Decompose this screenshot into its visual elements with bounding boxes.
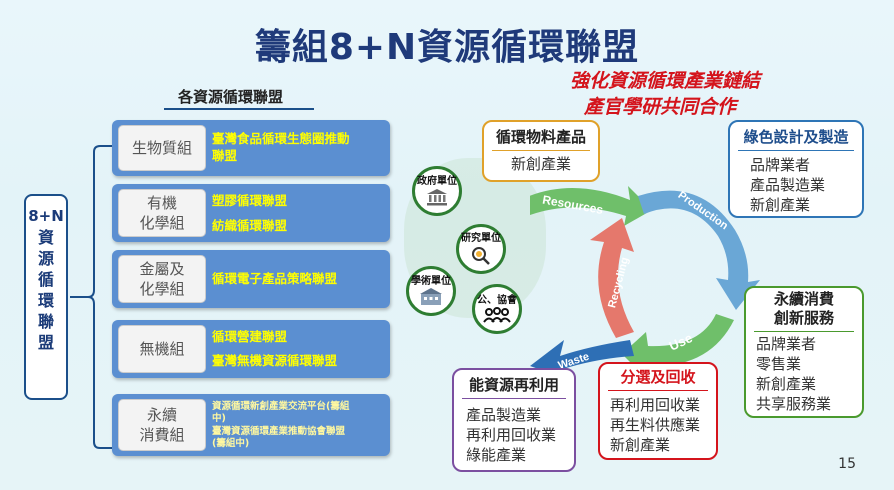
box-item: 新創產業 [510,155,571,173]
alliance-name: 臺灣食品循環生態圈推動 [212,131,350,146]
box-item: 綠能產業 [466,446,527,464]
box-energy: 能資源再利用 產品製造業 再利用回收業 綠能產業 [452,368,576,472]
box-item: 產品製造業 [750,176,826,194]
research-label: 研究單位 [461,233,501,244]
box-item: 新創產業 [750,196,811,214]
side-label-char: 盟 [37,333,54,352]
association-label: 公、協會 [477,295,517,306]
alliance-name: 紡織循環聯盟 [212,218,288,233]
box-item: 共享服務業 [756,395,832,413]
box-item: 再利用回收業 [610,396,701,414]
alliance-name: 中) [212,413,226,424]
alliance-name: 塑膠循環聯盟 [212,193,288,208]
side-label-char: 循 [37,270,54,289]
association-circle: 公、協會 [472,284,522,334]
alliance-name: 臺灣無機資源循環聯盟 [212,353,338,368]
group-name: 有機 化學組 [118,189,206,237]
subtitle-line1: 強化資源循環產業鏈結 [569,70,760,92]
box-item: 零售業 [756,355,802,373]
box-title: 永續消費 [773,290,834,308]
box-title: 能資源再利用 [468,376,559,394]
group-row-biomass: 生物質組 臺灣食品循環生態圈推動 聯盟 [112,120,390,176]
group-row-metal: 金屬及 化學組 循環電子產品策略聯盟 [112,250,390,308]
group-row-consumption: 永續 消費組 資源循環新創產業交流平台(籌組 中) 臺灣資源循環產業推動協會聯盟… [112,394,390,456]
alliance-name: 聯盟 [212,148,238,163]
box-title: 創新服務 [773,309,834,327]
group-name: 生物質組 [118,125,206,171]
alliance-name: 循環電子產品策略聯盟 [212,271,338,286]
academic-label: 學術單位 [411,276,451,287]
group-name: 無機組 [118,325,206,373]
box-item: 新創產業 [610,436,671,454]
box-item: 新創產業 [756,375,817,393]
box-title: 循環物料產品 [495,128,586,146]
group-row-inorganic: 無機組 循環營建聯盟 臺灣無機資源循環聯盟 [112,320,390,378]
box-title: 綠色設計及製造 [743,128,849,146]
people-group-icon [483,307,511,323]
box-item: 品牌業者 [756,335,817,353]
box-item: 品牌業者 [750,156,811,174]
side-label-top: 8+N [28,207,64,225]
section-heading: 各資源循環聯盟 [178,88,284,106]
government-building-icon [427,189,447,206]
section-underline [164,108,314,110]
alliance-name: 循環營建聯盟 [212,329,288,344]
box-sorting: 分選及回收 再利用回收業 再生料供應業 新創產業 [598,362,718,460]
box-item: 產品製造業 [466,406,542,424]
academic-circle: 學術單位 [406,266,456,316]
research-circle: 研究單位 [456,224,506,274]
box-title: 分選及回收 [620,368,696,386]
box-design: 綠色設計及製造 品牌業者 產品製造業 新創產業 [728,120,864,218]
page-number: 15 [838,456,856,472]
side-label-char: 資 [37,228,54,247]
alliance-name: (籌組中) [212,438,250,449]
recycling-arrow [590,218,634,338]
gov-label: 政府單位 [417,176,457,187]
box-materials: 循環物料產品 新創產業 [482,120,600,182]
side-label-char: 聯 [37,312,54,331]
gov-circle: 政府單位 [412,166,462,216]
alliance-name: 資源循環新創產業交流平台(籌組 [212,401,350,412]
group-row-organic: 有機 化學組 塑膠循環聯盟 紡織循環聯盟 [112,184,390,242]
group-name: 永續 消費組 [118,399,206,451]
group-bracket [70,145,112,449]
production-label: Production [676,189,731,232]
circular-economy-cycle: Resources Production Use Waste Recycling [530,186,760,380]
alliance-name: 臺灣資源循環產業推動協會聯盟 [212,426,346,437]
production-arrow [638,190,760,310]
side-label-char: 環 [37,291,54,310]
alliance-side-label: 8+N 資 源 循 環 聯 盟 [24,194,68,400]
subtitle-line2: 產官學研共同合作 [583,96,736,118]
resources-arrow [530,186,652,226]
school-building-icon [420,288,442,305]
box-item: 再生料供應業 [610,416,701,434]
side-label-char: 源 [37,249,54,268]
box-item: 再利用回收業 [466,426,557,444]
page-title: 籌組8+N資源循環聯盟 [254,27,640,68]
group-name: 金屬及 化學組 [118,255,206,303]
box-consumption: 永續消費 創新服務 品牌業者 零售業 新創產業 共享服務業 [744,286,864,418]
magnifier-icon [472,247,490,265]
